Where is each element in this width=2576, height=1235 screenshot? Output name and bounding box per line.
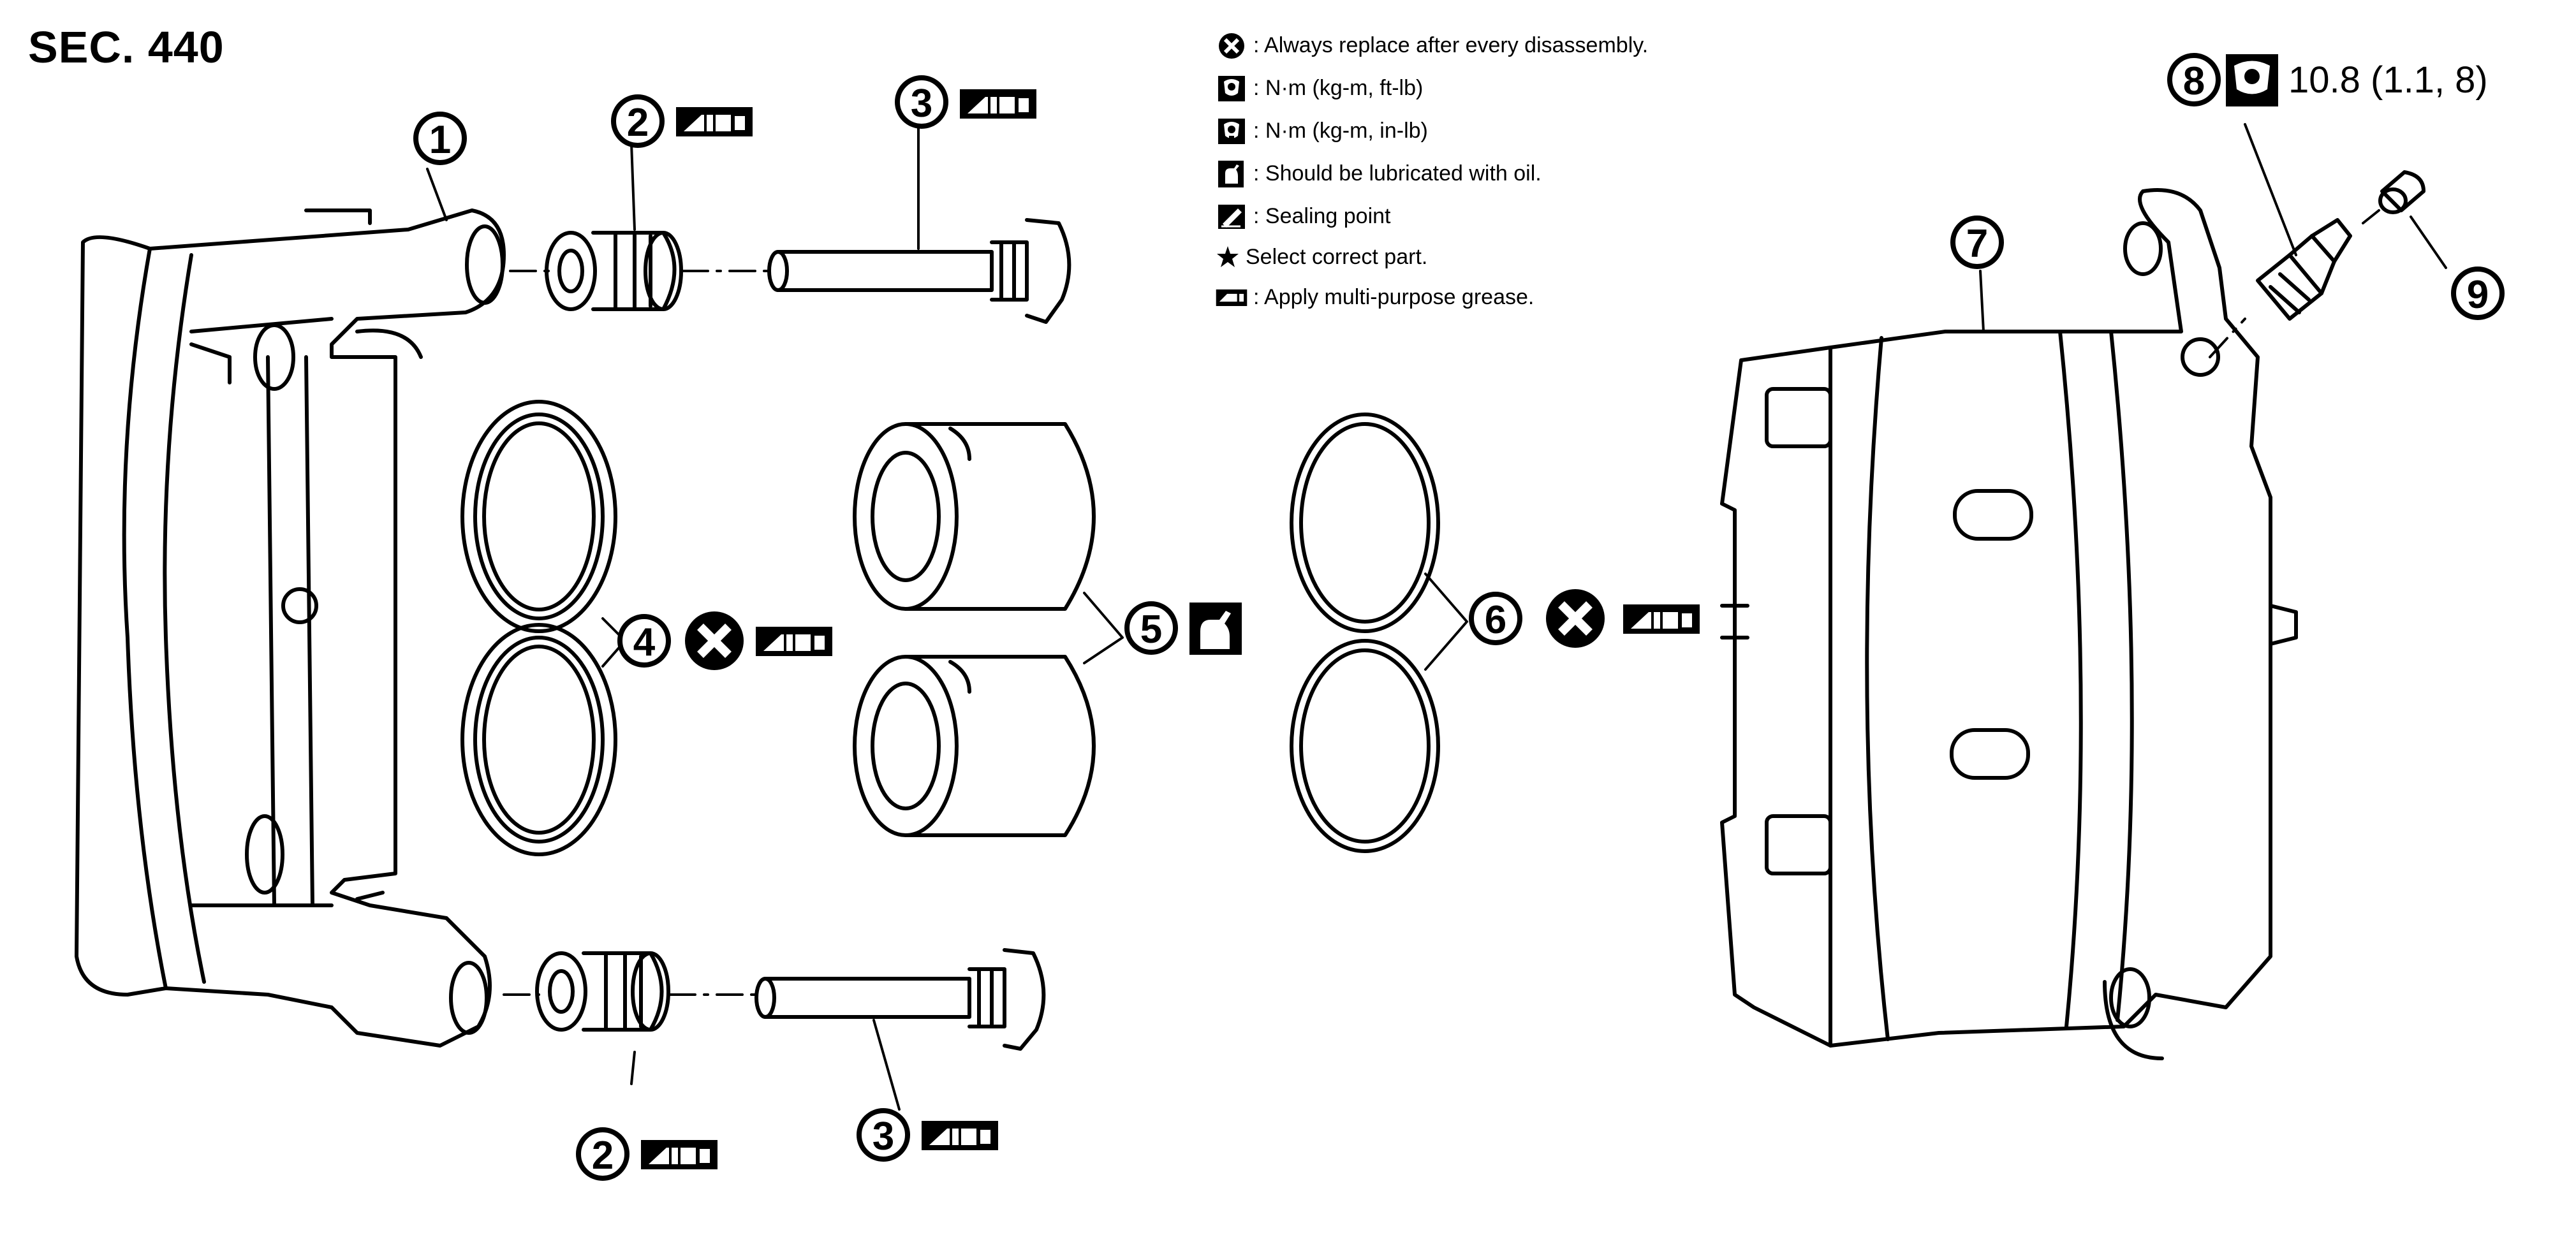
legend-row-grease: : Apply multi-purpose grease. xyxy=(1215,276,1776,319)
legend-row-star: Select correct part. xyxy=(1215,238,1776,276)
callout-4: 4 xyxy=(617,611,834,670)
callout-2-lower: 2 xyxy=(576,1127,719,1181)
pin-boot-upper xyxy=(545,231,683,311)
callout-9: 9 xyxy=(2451,267,2505,320)
piston-upper xyxy=(853,422,1096,611)
svg-text:8: 8 xyxy=(2183,59,2205,103)
x-circle-icon xyxy=(1219,33,1244,59)
svg-text:1: 1 xyxy=(429,118,451,162)
torque-wrench-inlb-icon xyxy=(1218,118,1245,144)
callout-8: 8 xyxy=(2167,53,2278,106)
svg-text:9: 9 xyxy=(2467,273,2489,317)
legend-row-torque-inlb: : N·m (kg-m, in-lb) xyxy=(1215,110,1776,152)
callout-markers: 1 2 3 4 5 xyxy=(413,53,2505,1181)
legend-text: : Apply multi-purpose grease. xyxy=(1253,285,1535,309)
svg-text:6: 6 xyxy=(1485,598,1506,642)
callout-5: 5 xyxy=(1124,601,1242,655)
legend-row-sealing: : Sealing point xyxy=(1215,195,1776,238)
bleeder-valve xyxy=(2256,218,2352,321)
svg-text:3: 3 xyxy=(911,82,932,126)
oil-can-icon xyxy=(1218,160,1244,187)
assembly-axis xyxy=(503,209,2380,996)
slide-pin-upper xyxy=(767,218,1071,324)
callout-3-upper: 3 xyxy=(895,75,1038,129)
legend-row-oil: : Should be lubricated with oil. xyxy=(1215,152,1776,195)
piston-seal-upper xyxy=(460,400,617,633)
section-title: SEC. 440 xyxy=(28,22,224,72)
callout-6: 6 xyxy=(1469,589,1701,648)
callout-7: 7 xyxy=(1950,216,2004,269)
callout-1: 1 xyxy=(413,112,467,165)
grease-gun-icon xyxy=(1216,289,1248,306)
svg-text:7: 7 xyxy=(1966,222,1988,266)
torque-wrench-ftlb-icon xyxy=(1218,75,1245,101)
legend-text: : Should be lubricated with oil. xyxy=(1253,161,1542,186)
callout-2-upper: 2 xyxy=(611,94,754,148)
piston-lower xyxy=(853,655,1096,837)
torque-spec: 10.8 (1.1, 8) xyxy=(2288,59,2488,101)
svg-text:4: 4 xyxy=(633,620,656,664)
svg-text:5: 5 xyxy=(1140,608,1162,652)
callout-3-lower: 3 xyxy=(857,1108,999,1162)
dust-seal-upper xyxy=(1290,413,1440,633)
leader-lines xyxy=(426,123,2447,1111)
legend-row-replace: : Always replace after every disassembly… xyxy=(1215,24,1776,67)
bleeder-cap xyxy=(2378,170,2425,214)
svg-text:3: 3 xyxy=(872,1114,894,1158)
legend-text: : Sealing point xyxy=(1253,204,1391,228)
legend-text: : N·m (kg-m, ft-lb) xyxy=(1253,76,1424,100)
svg-text:2: 2 xyxy=(592,1134,614,1178)
legend-text: Select correct part. xyxy=(1246,244,1428,269)
slide-pin-lower xyxy=(754,948,1046,1051)
symbol-legend: : Always replace after every disassembly… xyxy=(1215,24,1776,319)
star-icon xyxy=(1217,246,1239,267)
caliper-bracket xyxy=(75,208,506,1048)
legend-row-torque-ftlb: : N·m (kg-m, ft-lb) xyxy=(1215,67,1776,110)
cylinder-body xyxy=(1720,188,2298,1060)
piston-seal-lower xyxy=(460,623,617,856)
dust-seal-lower xyxy=(1290,639,1440,853)
sealing-point-icon xyxy=(1218,204,1245,229)
pin-boot-lower xyxy=(535,951,670,1032)
legend-text: : Always replace after every disassembly… xyxy=(1253,33,1649,57)
legend-text: : N·m (kg-m, in-lb) xyxy=(1253,119,1428,143)
svg-text:2: 2 xyxy=(627,101,649,145)
